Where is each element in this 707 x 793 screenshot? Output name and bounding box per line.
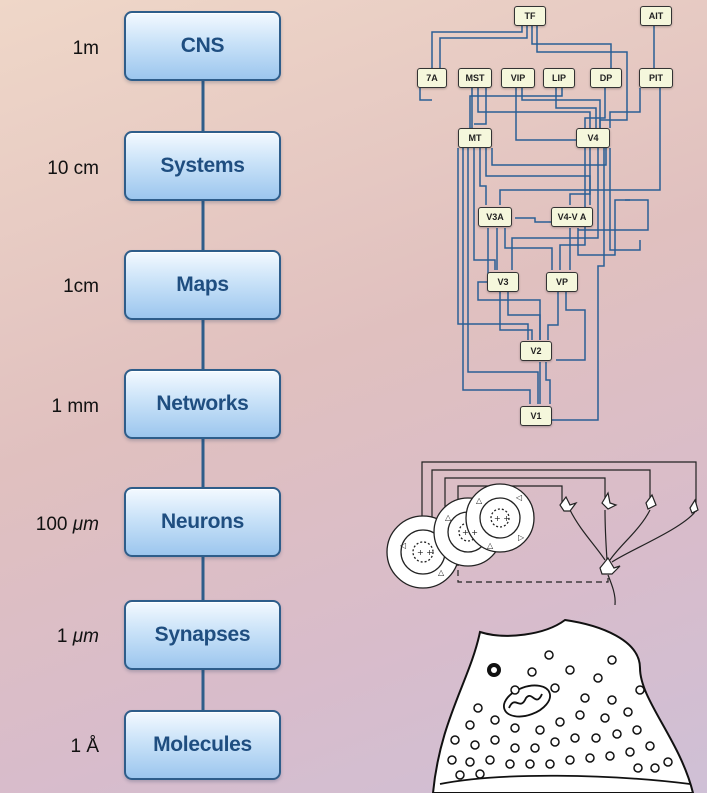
area-node-pit: PIT <box>639 68 673 88</box>
area-node-dp: DP <box>590 68 622 88</box>
scale-label-synapses: 1 μm <box>0 626 99 648</box>
area-node-v3: V3 <box>487 272 519 292</box>
area-node-tf: TF <box>514 6 546 26</box>
area-node-vp: VP <box>546 272 578 292</box>
scale-label-maps: 1cm <box>63 276 99 297</box>
area-node-ait: AIT <box>640 6 672 26</box>
area-node-lip: LIP <box>543 68 575 88</box>
svg-text:+ +: + + <box>462 528 478 537</box>
level-box-neurons: Neurons <box>124 487 281 557</box>
area-node-v1: V1 <box>520 406 552 426</box>
area-node-mt: MT <box>458 128 492 148</box>
scale-label-neurons: 100 μm <box>0 514 99 536</box>
level-box-molecules: Molecules <box>124 710 281 780</box>
level-box-networks: Networks <box>124 369 281 439</box>
scale-label-cns: 1m <box>72 38 99 59</box>
area-node-v4v: V4-V A <box>551 207 593 227</box>
scale-label-systems: 10 cm <box>47 158 99 179</box>
scale-number: 100 <box>35 514 68 535</box>
area-node-mst: MST <box>458 68 492 88</box>
svg-text:◁: ◁ <box>399 541 406 550</box>
svg-text:△: △ <box>487 541 494 550</box>
svg-text:△: △ <box>438 568 445 577</box>
svg-text:◁: ◁ <box>515 493 522 502</box>
scale-number: 1 <box>56 626 68 647</box>
svg-text:▷: ▷ <box>518 533 525 542</box>
svg-text:△: △ <box>445 513 452 522</box>
svg-text:+ +: + + <box>417 548 433 557</box>
area-node-v3a: V3A <box>478 207 512 227</box>
scale-unit: μm <box>72 626 99 647</box>
level-box-maps: Maps <box>124 250 281 320</box>
scale-label-networks: 1 mm <box>51 396 100 417</box>
level-box-cns: CNS <box>124 11 281 81</box>
area-node-v2: V2 <box>520 341 552 361</box>
area-node-7a: 7A <box>417 68 447 88</box>
svg-text:△: △ <box>476 496 483 505</box>
svg-text:+ +: + + <box>494 514 510 523</box>
scale-label-molecules: 1 Å <box>70 736 99 757</box>
scale-unit: μm <box>72 514 99 535</box>
level-box-synapses: Synapses <box>124 600 281 670</box>
area-node-vip: VIP <box>501 68 535 88</box>
level-box-systems: Systems <box>124 131 281 201</box>
area-node-v4: V4 <box>576 128 610 148</box>
